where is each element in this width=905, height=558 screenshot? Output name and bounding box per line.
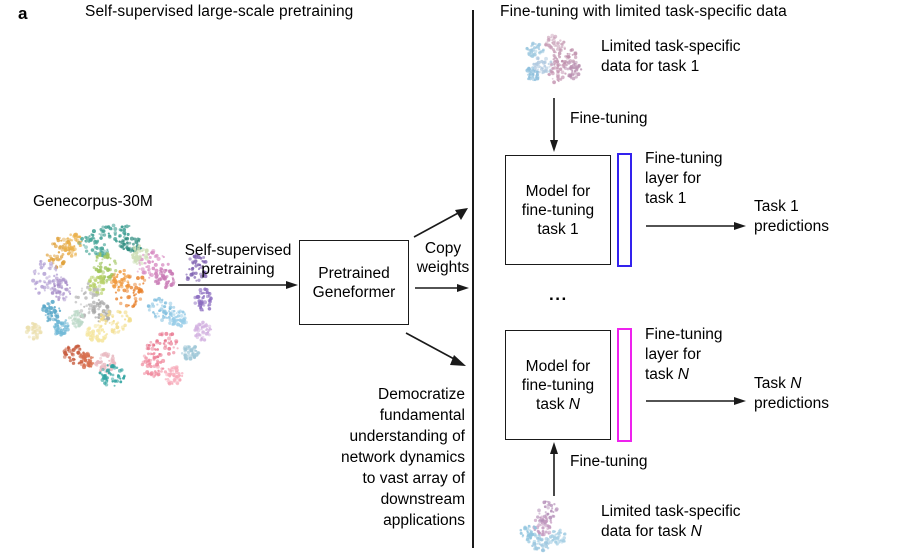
- taskN-model-box-line3-var: N: [568, 395, 580, 413]
- copy-weights-label-line2: weights: [416, 259, 470, 276]
- taskN-predictions-arrow: [646, 397, 746, 405]
- taskN-layer-label-line1: Fine-tuning: [645, 326, 723, 343]
- task1-predictions-line2: predictions: [754, 218, 829, 235]
- task1-layer-label-line3: task 1: [645, 190, 687, 207]
- figure-letter: a: [18, 4, 28, 23]
- democratize-text: Democratize fundamental understanding of…: [340, 386, 465, 529]
- taskN-model-box: Model for fine-tuning task N: [505, 330, 611, 440]
- taskN-layer-label-line3: task N: [645, 366, 689, 385]
- copy-weights-label-line1: Copy: [424, 240, 462, 257]
- taskN-layer-label-line3-var: N: [677, 366, 689, 383]
- copy-weights-arrow-straight: [415, 284, 469, 292]
- panel-title-left: Self-supervised large-scale pretraining: [85, 3, 354, 20]
- task1-finetuning-layer: [617, 153, 632, 267]
- genecorpus-label: Genecorpus-30M: [33, 193, 153, 210]
- task1-data-label-line1: Limited task-specific: [601, 38, 741, 55]
- self-supervised-arrow: [178, 281, 298, 289]
- copy-weights-arrow-down: [405, 332, 466, 366]
- taskN-predictions-line1: Task N: [754, 375, 801, 394]
- copy-weights-arrow-up: [413, 208, 468, 238]
- taskN-finetuning-arrow: [550, 442, 558, 496]
- genecorpus-umap-plot: [24, 223, 213, 387]
- task1-model-box-line1: Model for: [525, 182, 591, 200]
- task1-predictions-line1: Task 1: [754, 198, 799, 215]
- task1-data-umap-plot: [525, 33, 583, 85]
- taskN-model-box-line2: fine-tuning: [521, 376, 595, 394]
- self-supervised-arrow-label-line1: Self-supervised: [184, 242, 292, 259]
- self-supervised-arrow-label-line2: pretraining: [201, 261, 275, 278]
- taskN-data-umap-plot: [519, 500, 567, 553]
- taskN-data-label-line2-text: data for task: [601, 523, 691, 540]
- panel-title-right: Fine-tuning with limited task-specific d…: [500, 3, 787, 20]
- task1-finetuning-arrow: [550, 98, 558, 152]
- taskN-predictions-line1-text: Task: [754, 375, 791, 392]
- task1-finetuning-arrow-label: Fine-tuning: [570, 110, 648, 127]
- taskN-predictions-line1-var: N: [790, 375, 802, 392]
- taskN-data-label-line1: Limited task-specific: [601, 503, 741, 520]
- taskN-model-box-line3-text: task: [536, 395, 569, 413]
- task1-layer-label-line1: Fine-tuning: [645, 150, 723, 167]
- task1-model-box: Model for fine-tuning task 1: [505, 155, 611, 265]
- task1-model-box-line3: task 1: [537, 220, 579, 238]
- pretrained-box-line1: Pretrained: [318, 264, 390, 282]
- task1-data-label-line2: data for task 1: [601, 58, 700, 75]
- tasks-ellipsis: ...: [549, 285, 568, 304]
- task1-model-box-line2: fine-tuning: [521, 201, 595, 219]
- taskN-model-box-line1: Model for: [525, 357, 591, 375]
- taskN-data-label-line2-var: N: [690, 523, 702, 540]
- pretrained-geneformer-box: Pretrained Geneformer: [299, 240, 409, 325]
- taskN-finetuning-arrow-label: Fine-tuning: [570, 453, 648, 470]
- taskN-model-box-line3: task N: [522, 395, 594, 414]
- taskN-layer-label-line2: layer for: [645, 346, 701, 363]
- pretrained-box-line2: Geneformer: [312, 283, 396, 301]
- taskN-layer-label-line3-text: task: [645, 366, 678, 383]
- taskN-data-label-line2: data for task N: [601, 523, 702, 542]
- panel-divider: [472, 10, 474, 548]
- task1-predictions-arrow: [646, 222, 746, 230]
- task1-layer-label-line2: layer for: [645, 170, 701, 187]
- taskN-finetuning-layer: [617, 328, 632, 442]
- taskN-predictions-line2: predictions: [754, 395, 829, 412]
